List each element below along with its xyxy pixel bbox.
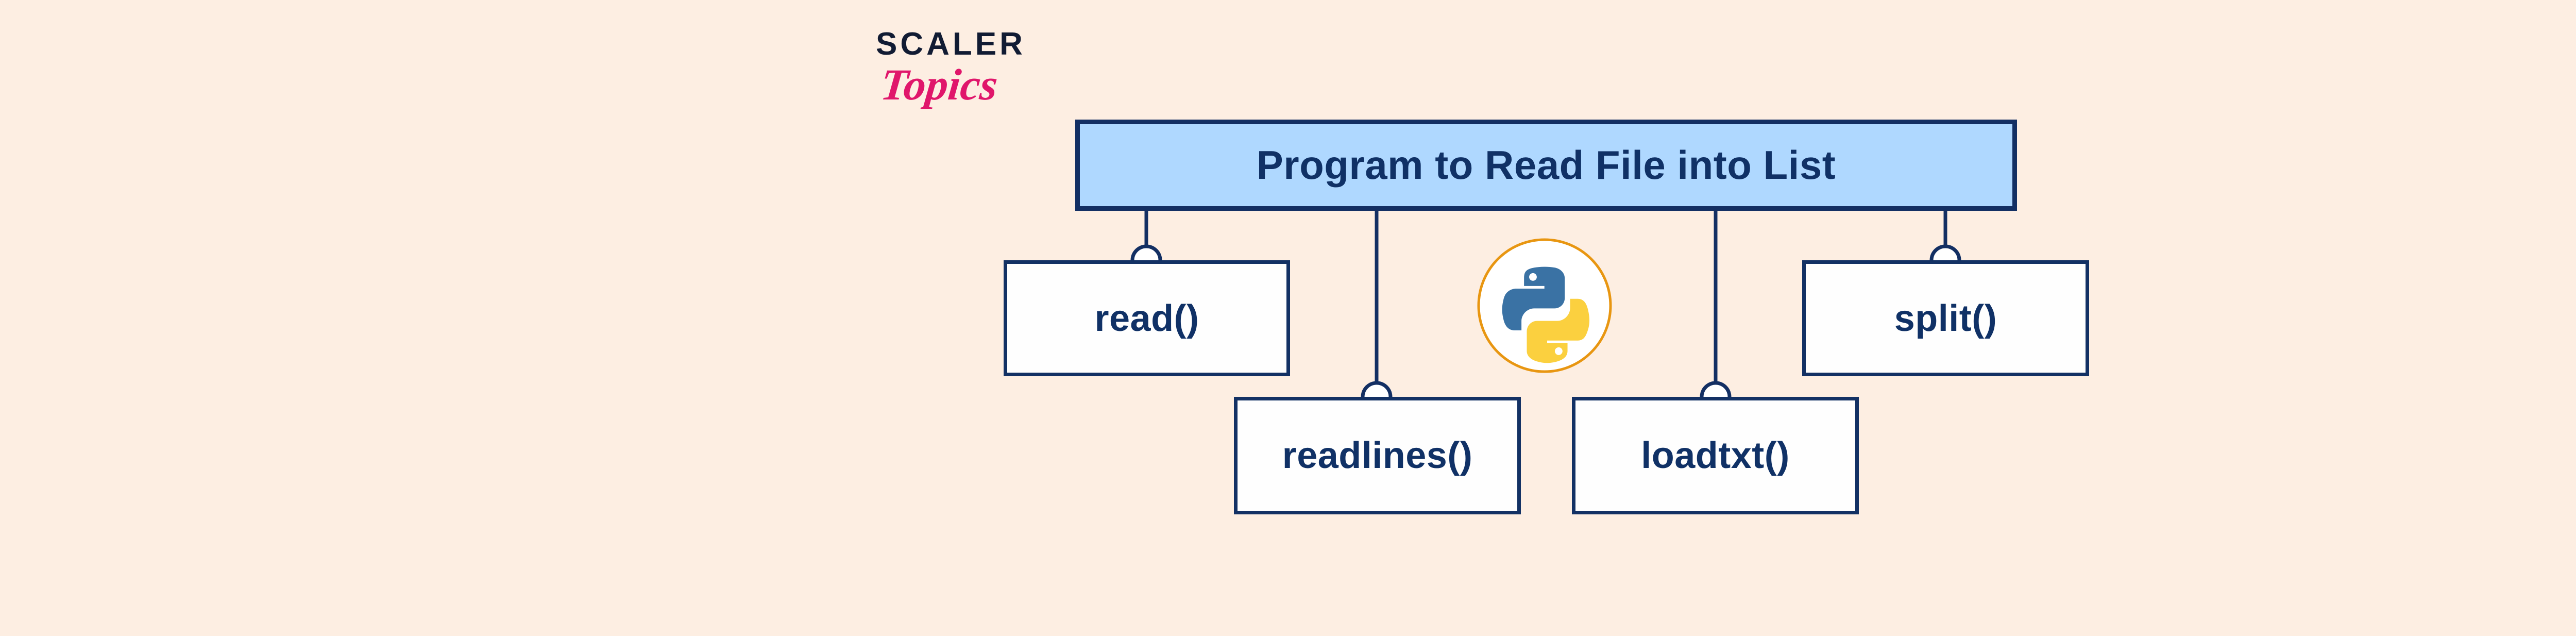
diagram-node-read-label: read(): [1094, 297, 1199, 339]
python-logo-icon: [1477, 238, 1612, 373]
python-snakes: [1502, 266, 1590, 363]
python-snake-yellow: [1527, 298, 1590, 363]
logo-wordmark-scaler: SCALER: [876, 26, 1026, 62]
python-snake-blue: [1502, 266, 1565, 330]
diagram-node-split[interactable]: split(): [1802, 260, 2089, 376]
diagram-root-title-box[interactable]: Program to Read File into List: [1075, 120, 2017, 211]
diagram-node-readlines[interactable]: readlines(): [1234, 397, 1521, 514]
diagram-node-loadtxt-label: loadtxt(): [1641, 435, 1790, 476]
diagram-node-read[interactable]: read(): [1004, 260, 1290, 376]
scaler-topics-logo: SCALER Topics: [876, 28, 1041, 131]
logo-wordmark-topics: Topics: [878, 60, 1001, 109]
diagram-node-split-label: split(): [1894, 297, 1997, 339]
diagram-node-loadtxt[interactable]: loadtxt(): [1572, 397, 1859, 514]
diagram-node-readlines-label: readlines(): [1282, 435, 1473, 476]
diagram-root-title-label: Program to Read File into List: [1256, 142, 1836, 188]
